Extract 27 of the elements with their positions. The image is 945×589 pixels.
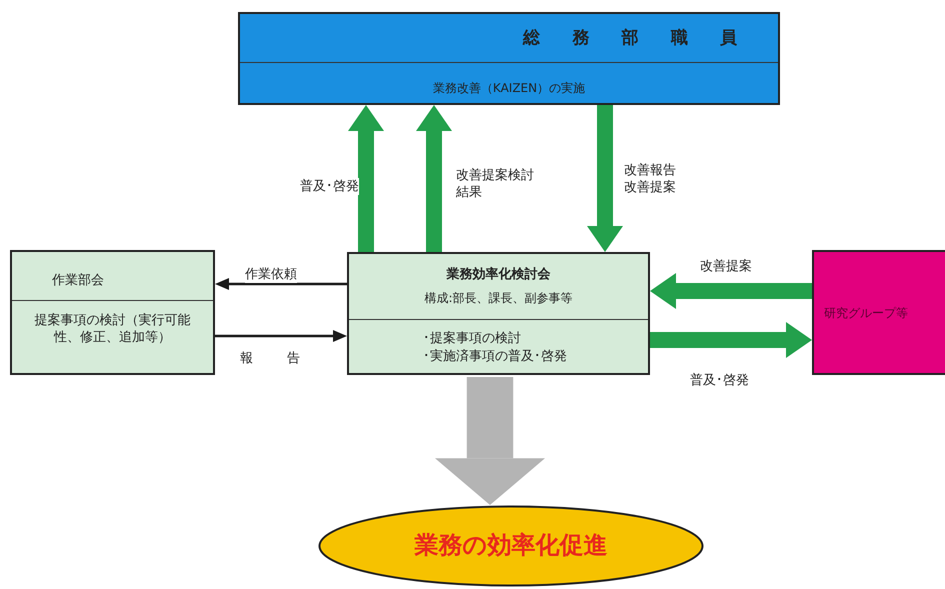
block-arrow bbox=[348, 105, 384, 252]
box-text: 業務の効率化促進 bbox=[413, 531, 608, 559]
box-text: 作業部会 bbox=[52, 272, 104, 289]
box-text: 総務部職員 bbox=[523, 28, 770, 49]
box-text: ･実施済事項の普及･啓発 bbox=[423, 348, 567, 365]
arrow bbox=[215, 330, 347, 342]
edge-label: 作業依頼 bbox=[245, 266, 297, 283]
edge-label: 普及･啓発 bbox=[300, 178, 359, 195]
goal-ellipse bbox=[318, 505, 704, 587]
box-text: 研究グループ等 bbox=[824, 305, 908, 322]
block-arrow bbox=[650, 273, 812, 309]
edge-label: 改善提案 bbox=[700, 258, 752, 275]
box-text: 提案事項の検討（実行可能性、修正、追加等） bbox=[34, 312, 192, 346]
block-arrow bbox=[416, 105, 452, 252]
box-text: 構成:部長、課長、副参事等 bbox=[423, 290, 574, 307]
committee-box bbox=[347, 252, 650, 375]
working-group-box bbox=[10, 250, 215, 375]
box-text: 業務改善（KAIZEN）の実施 bbox=[432, 80, 586, 97]
arrow bbox=[215, 278, 347, 290]
block-arrow bbox=[587, 105, 623, 252]
block-arrow bbox=[434, 377, 546, 505]
box-text: 業務効率化検討会 bbox=[446, 266, 552, 283]
block-arrow bbox=[650, 322, 812, 358]
box-text: ･提案事項の検討 bbox=[423, 330, 521, 347]
edge-label: 普及･啓発 bbox=[690, 372, 749, 389]
research-group-box bbox=[812, 250, 945, 375]
staff-box bbox=[238, 12, 780, 105]
